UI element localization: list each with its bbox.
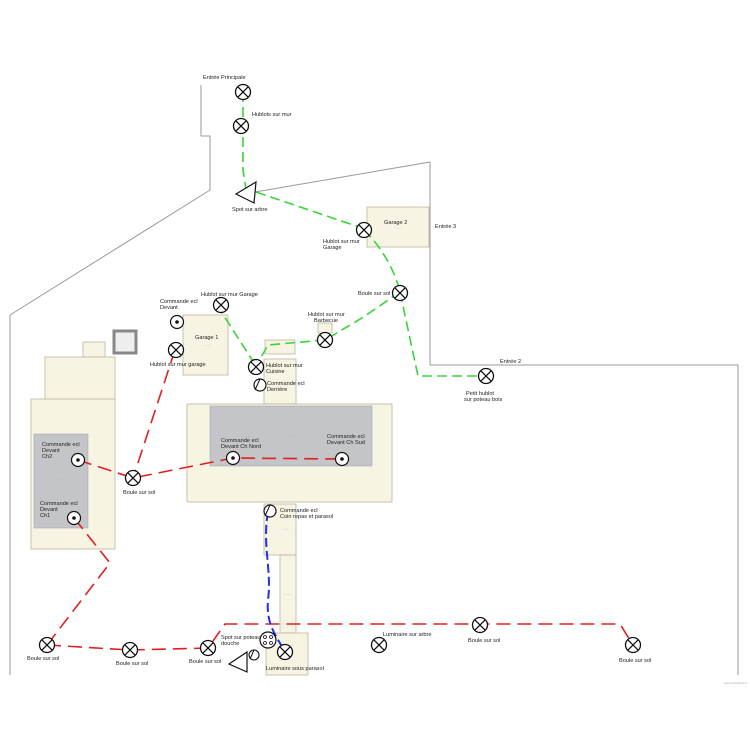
boule-sol-far-left-icon (38, 636, 56, 654)
multi-socket-icon (259, 631, 277, 649)
label-ch-nord-b: Devant Ch Nord (221, 444, 261, 450)
switch-douche-icon (248, 649, 260, 661)
label-coin-repas-b: Coin repas et parasol (280, 514, 333, 520)
hublot-garage2-icon (355, 221, 373, 239)
switch-ch1-icon (66, 510, 82, 526)
svg-text:——: —— (70, 547, 76, 551)
switch-ch-nord-icon (225, 450, 241, 466)
switch-devant-icon (169, 314, 185, 330)
label-ch1-a: Commande ecl (40, 501, 78, 507)
luminaire-parasol-icon (276, 643, 294, 661)
label-boule-sol-center: Boule sur sol (123, 490, 155, 496)
label-commande-derriere-b: Derrière (267, 387, 287, 393)
hublot-cuisine-icon (247, 358, 265, 376)
label-hublots-sur-mur: Hublots sur mur (252, 112, 292, 118)
small-annex (82, 341, 106, 358)
hublot-mur-garage-icon (167, 341, 185, 359)
label-boule-sol-mid-right: Boule sur sol (468, 638, 500, 644)
label-boule-sol-far-left: Boule sur sol (27, 656, 59, 662)
svg-text:——: —— (58, 477, 64, 481)
garage-1-room (182, 314, 229, 376)
label-petit-hublot-a: Petit hublot (466, 391, 494, 397)
label-luminaire-parasol: Luminaire sous parasol (266, 666, 324, 672)
label-hublot-barbecue-b: Barbecue (314, 318, 338, 324)
green-circuit (216, 92, 486, 377)
label-entree2: Entrée 2 (500, 359, 521, 365)
label-hublot-mur-garage: Hublot sur mur Garage (201, 292, 258, 298)
boule-sol-right-icon (391, 284, 409, 302)
label-spot-sur-arbre: Spot sur arbre (232, 207, 267, 213)
red-circuit (46, 349, 634, 651)
label-luminaire-arbre: Luminaire sur arbre (383, 632, 432, 638)
hublot-barbecue-icon (316, 331, 334, 349)
labels: Entrée Principale Hublots sur mur Spot s… (27, 75, 651, 672)
kitchen-block-top (264, 339, 296, 355)
switch-derriere-icon (253, 378, 267, 392)
label-garage2: Garage 2 (384, 220, 407, 226)
hublot-mur-icon (232, 117, 250, 135)
label-ch2-c: Ch2 (42, 454, 52, 460)
label-commande-derriere-a: Commande ecl (267, 381, 305, 387)
label-boule-sol-far-right: Boule sur sol (619, 658, 651, 664)
svg-text:www.archifacile.fr: www.archifacile.fr (724, 681, 747, 685)
hublot-garage1-icon (212, 296, 230, 314)
label-coin-repas-a: Commande ecl (280, 508, 318, 514)
svg-text:——: —— (283, 527, 289, 531)
switch-coin-repas-icon (263, 504, 277, 518)
property-walls (9, 85, 739, 675)
boule-sol-center-icon (124, 469, 142, 487)
left-bedrooms (33, 433, 89, 529)
svg-text:——: —— (204, 343, 210, 347)
label-entree-principale: Entrée Principale (203, 75, 246, 81)
garage-2-room (366, 206, 430, 248)
switch-ch2-icon (70, 452, 86, 468)
left-house-top (44, 356, 116, 400)
label-ch2-a: Commande ecl (42, 442, 80, 448)
label-hublot-garage-a: Hublot sur mur (323, 239, 360, 245)
label-commande-devant-a: Commande ecl (160, 299, 198, 305)
label-hublot-garage-b: Garage (323, 245, 342, 251)
label-boule-sol-right: Boule sur sol (358, 291, 390, 297)
label-ch-sud-b: Devant Ch Sud (327, 440, 365, 446)
spot-douche-icon (227, 650, 248, 673)
boule-sol-left2-icon (121, 641, 139, 659)
svg-text:——: —— (284, 592, 290, 596)
luminaire-arbre-icon (370, 636, 388, 654)
label-petit-hublot-b: sur poteau bois (464, 397, 502, 403)
label-hublot-mur-garage2: Hublot sur mur garage (150, 362, 206, 368)
label-commande-devant-b: Devant (160, 305, 178, 311)
svg-text:——: —— (288, 433, 294, 437)
label-hublot-cuisine-a: Hublot sur mur (266, 363, 303, 369)
label-boule-sol-left2: Boule sur sol (116, 661, 148, 667)
svg-text:——: —— (396, 226, 402, 230)
label-boule-sol-left3: Boule sur sol (189, 659, 221, 665)
boule-sol-left3-icon (199, 639, 217, 657)
boule-sol-far-right-icon (624, 636, 642, 654)
label-garage1: Garage 1 (195, 335, 218, 341)
barbecue-box (317, 322, 333, 334)
rooms (30, 206, 430, 676)
label-spot-poteau-b: douche (221, 641, 239, 647)
label-hublot-barbecue-a: Hublot sur mur (308, 312, 345, 318)
label-ch-nord-a: Commande ecl (221, 438, 259, 444)
hublot-entree-icon (234, 83, 252, 101)
label-spot-poteau-a: Spot sur poteau (221, 635, 261, 641)
chimney-square (112, 329, 138, 355)
label-entree3: Entrée 3 (435, 224, 456, 230)
petit-hublot-icon (477, 367, 495, 385)
label-ch1-c: Ch1 (40, 513, 50, 519)
label-ch2-b: Devant (42, 448, 60, 454)
label-ch-sud-a: Commande ecl (327, 434, 365, 440)
label-hublot-cuisine-b: Cuisine (266, 369, 285, 375)
spot-arbre-icon (234, 180, 257, 204)
switch-ch-sud-icon (334, 451, 350, 467)
label-ch1-b: Devant (40, 507, 58, 513)
dimension-marks: —— —— —— —— —— —— —— www.archifacile.fr (58, 226, 747, 685)
boule-sol-mid-right-icon (471, 616, 489, 634)
